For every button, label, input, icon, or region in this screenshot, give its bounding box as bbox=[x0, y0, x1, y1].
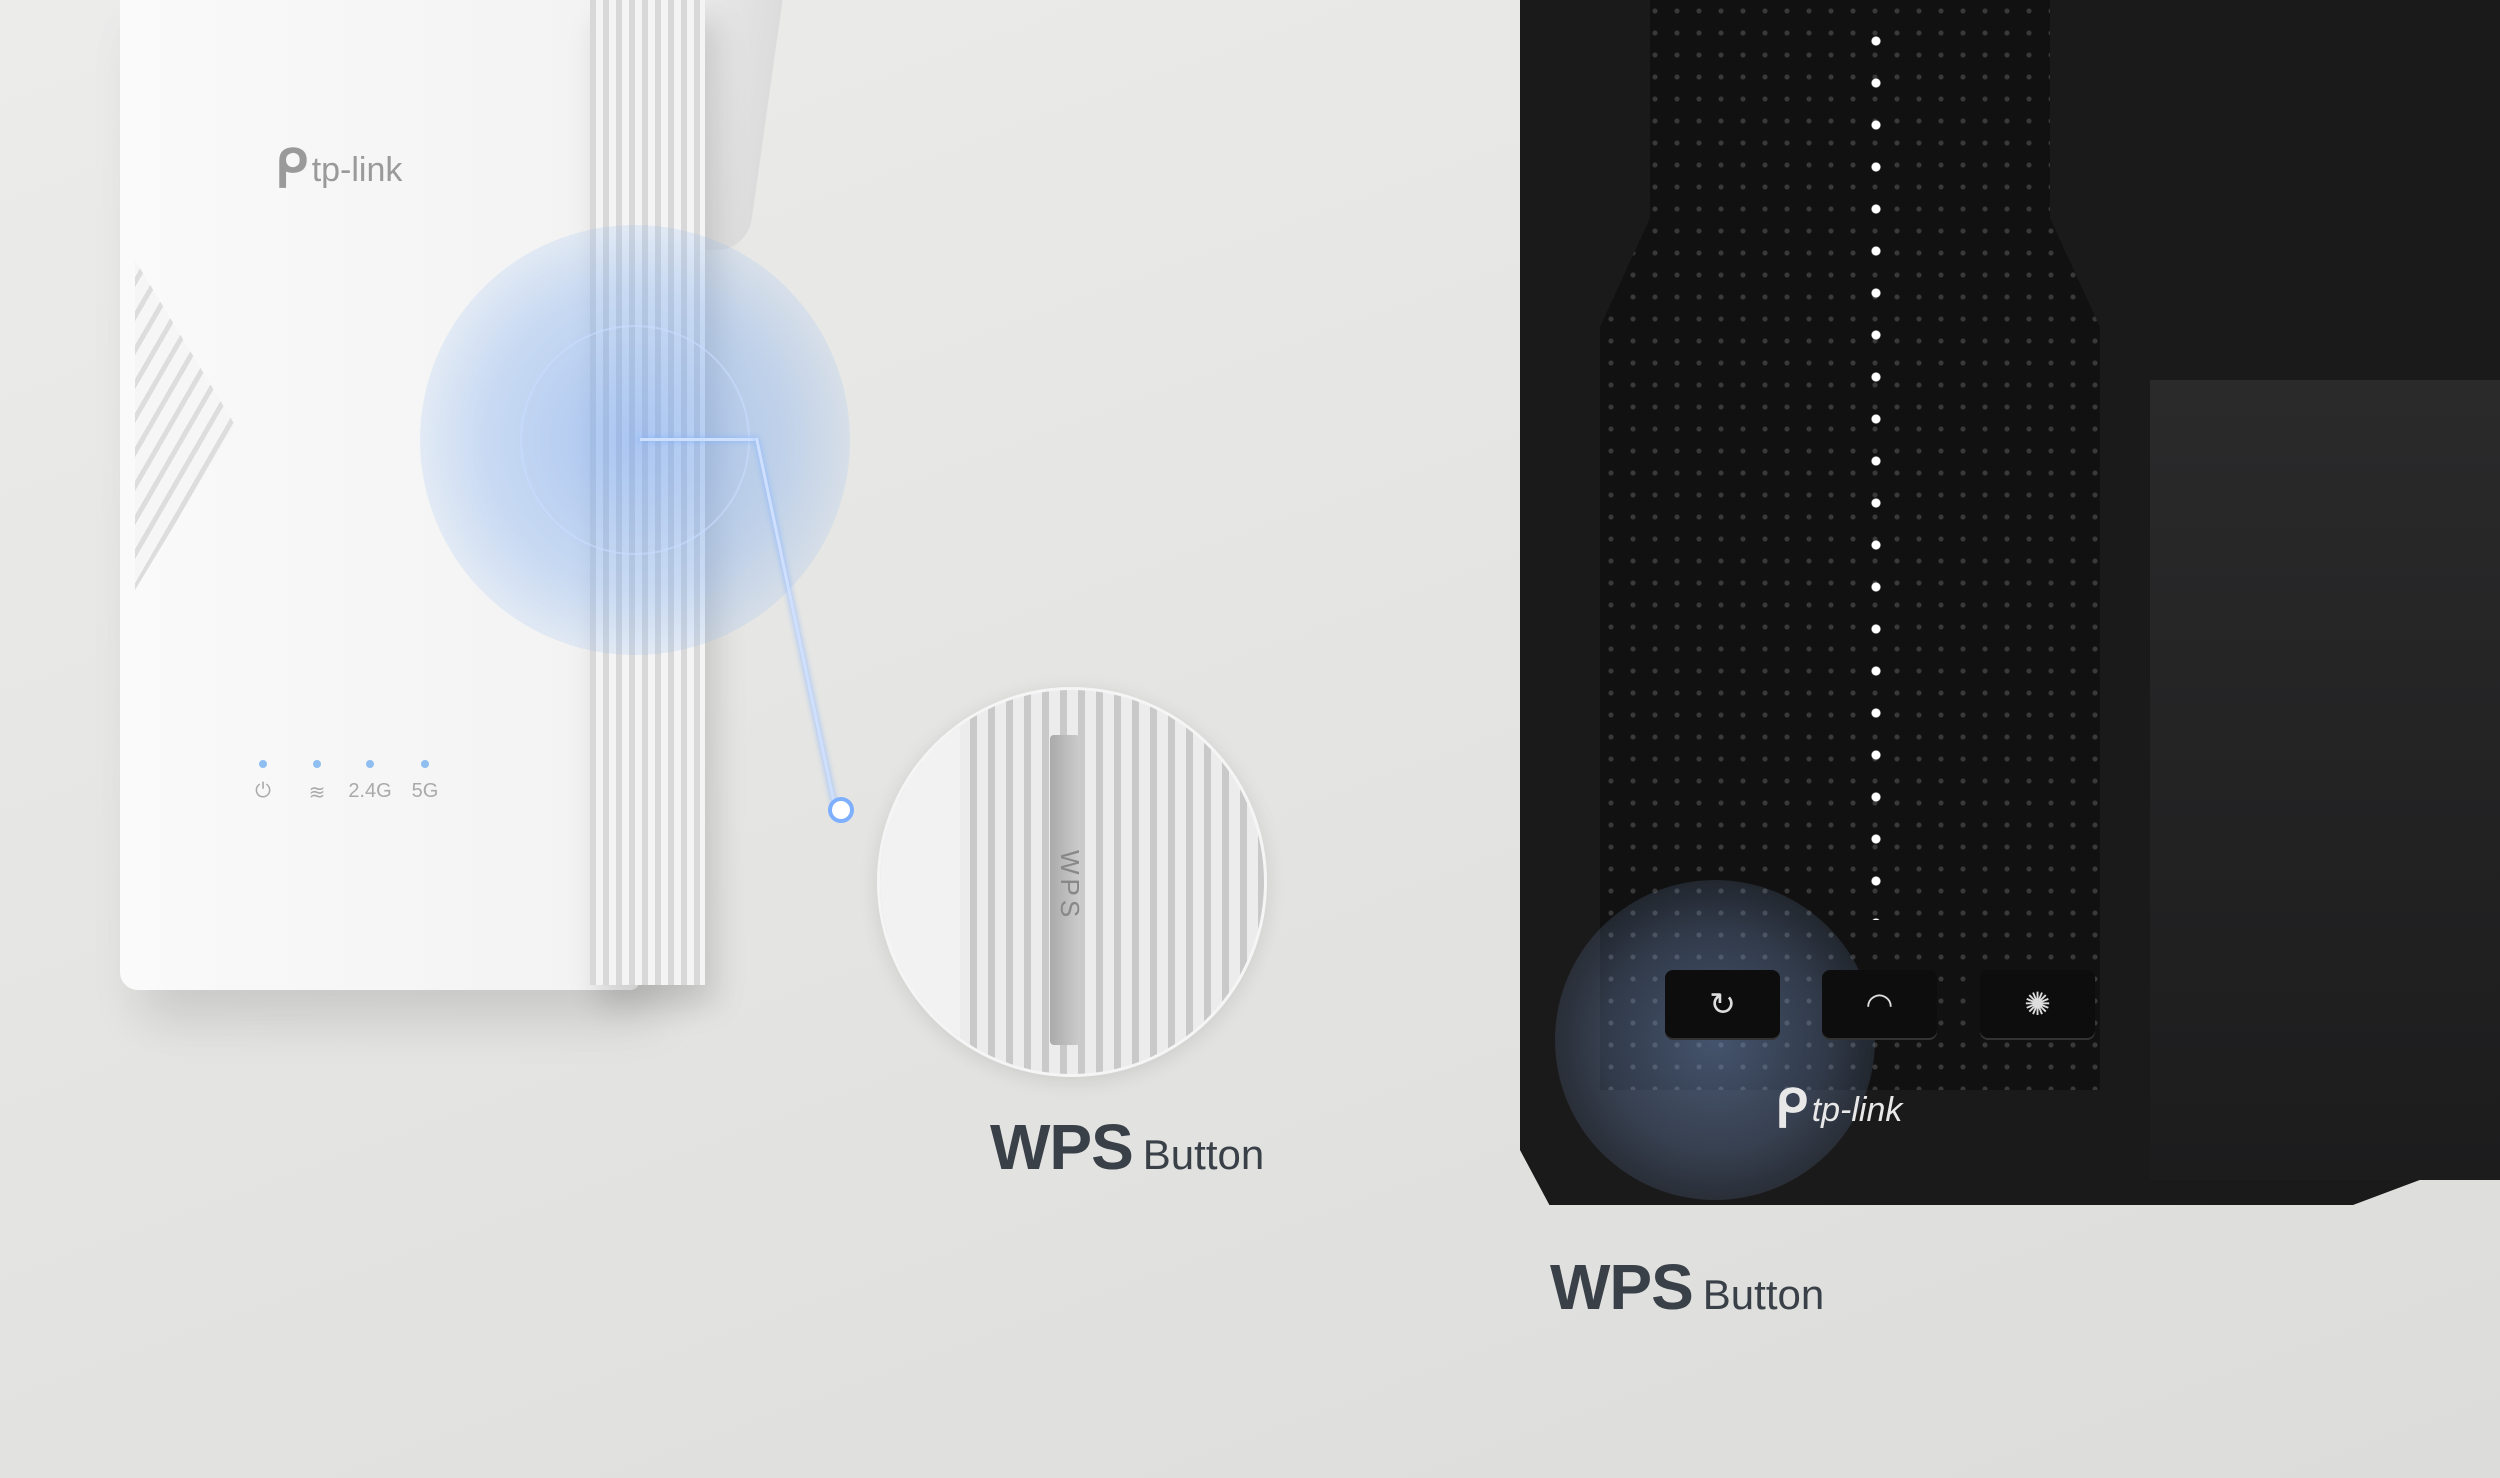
router-side bbox=[2150, 380, 2500, 1180]
brand-text: tp-link bbox=[311, 150, 403, 189]
led-wifi: ≋ bbox=[292, 760, 342, 805]
wps-engraving: WPS bbox=[1055, 850, 1085, 922]
callout-line bbox=[640, 438, 755, 441]
led-2g: 2.4G bbox=[345, 760, 395, 803]
label-bold: WPS bbox=[1550, 1251, 1694, 1323]
wps-button bbox=[1050, 735, 1080, 1045]
label-bold: WPS bbox=[990, 1111, 1134, 1183]
label-text: Button bbox=[1702, 1271, 1825, 1318]
router-wps-button: ↻ bbox=[1665, 970, 1780, 1038]
wps-icon: ↻ bbox=[1709, 986, 1736, 1022]
extender-face bbox=[880, 690, 960, 1074]
callout-dot bbox=[828, 797, 854, 823]
led-power: ⏻ bbox=[238, 760, 288, 803]
router-wifi-button: ◠ bbox=[1822, 970, 1937, 1038]
router-led-strip bbox=[1870, 20, 1882, 920]
router-led-button: ✺ bbox=[1980, 970, 2095, 1038]
tp-link-mark-icon: ᑭ bbox=[275, 141, 308, 199]
label-text: Button bbox=[1142, 1131, 1265, 1178]
wps-zoom-circle: WPS bbox=[877, 687, 1267, 1077]
wifi-icon: ◠ bbox=[1865, 986, 1894, 1022]
brand-text: tp-link bbox=[1811, 1090, 1903, 1129]
router-wps-glow bbox=[1555, 880, 1875, 1200]
led-5g: 5G bbox=[400, 760, 450, 803]
tp-link-mark-icon: ᑭ bbox=[1775, 1081, 1808, 1139]
led-icon: ✺ bbox=[2024, 986, 2051, 1022]
